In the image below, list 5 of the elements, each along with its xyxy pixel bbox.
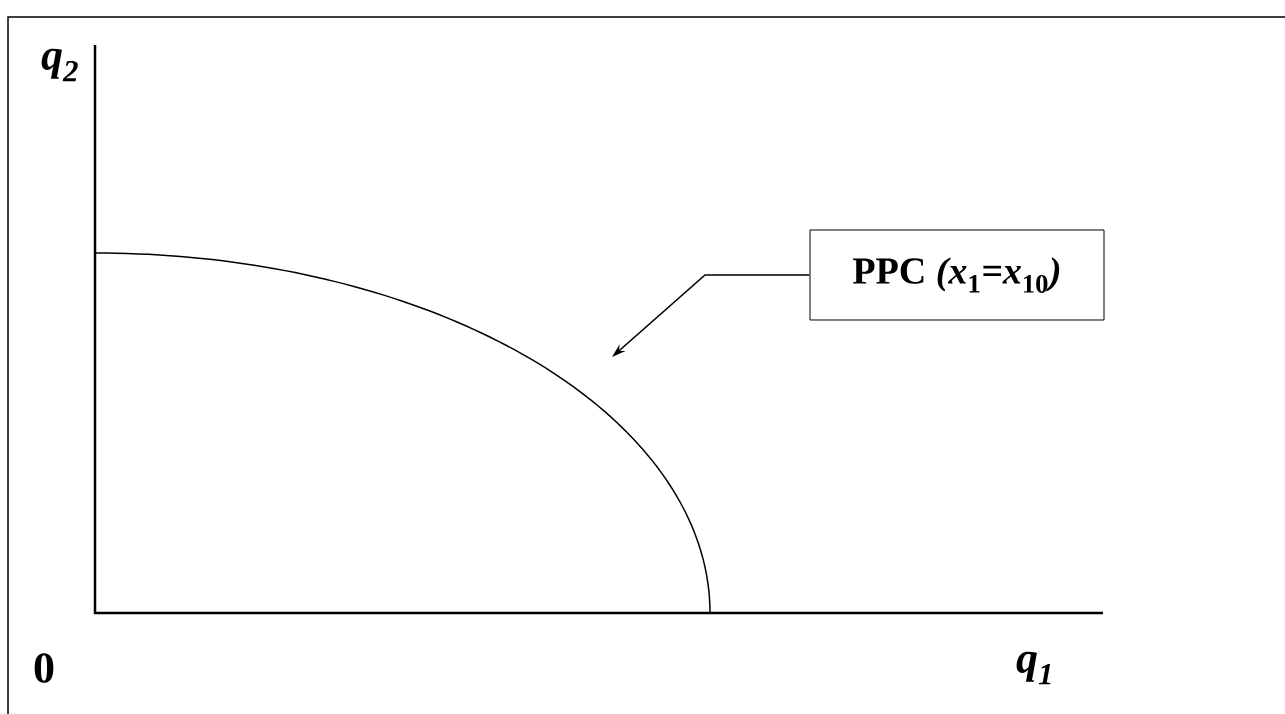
axis-label: q$_{2}$ [41,48,78,82]
axis-label: q$_{1}$ [1016,651,1051,685]
axis-label: 0 [34,653,54,683]
label-box: PPC (x$_{1}$=x$_{10}$) [809,229,1105,321]
production-possibility-curve [94,252,711,614]
